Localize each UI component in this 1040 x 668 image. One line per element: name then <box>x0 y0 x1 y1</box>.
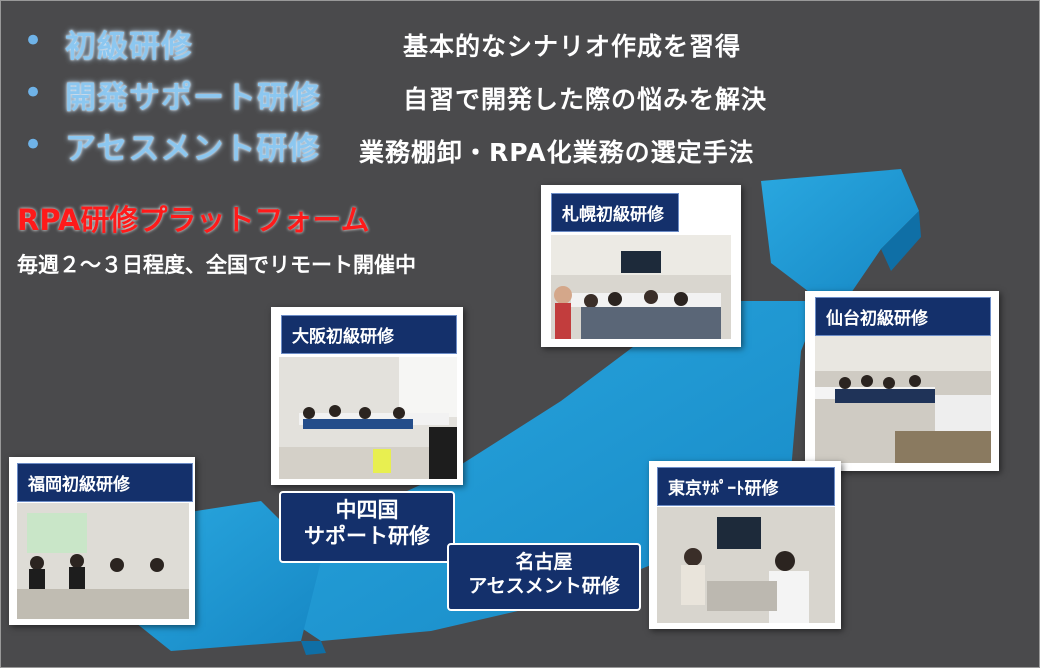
osaka-card: 大阪初級研修 <box>271 307 463 485</box>
sapporo-card: 札幌初級研修 <box>541 185 741 347</box>
osaka-training-photo <box>279 357 457 479</box>
platform-title: RPA研修プラットフォーム <box>17 203 370 237</box>
fukuoka-card: 福岡初級研修 <box>9 457 195 625</box>
course-name: アセスメント研修 <box>65 131 321 167</box>
course-name: 初級研修 <box>65 29 193 65</box>
platform-subtitle: 毎週２～３日程度、全国でリモート開催中 <box>17 253 416 277</box>
chushikoku-label-line1: 中四国 <box>335 498 399 522</box>
sendai-training-photo <box>815 335 991 463</box>
bullet-icon: • <box>23 21 44 61</box>
nagoya-label: 名古屋 アセスメント研修 <box>447 543 641 611</box>
tokyo-label: 東京ｻﾎﾟｰﾄ研修 <box>657 467 835 506</box>
course-description: 業務棚卸・RPA化業務の選定手法 <box>359 138 755 167</box>
tokyo-card: 東京ｻﾎﾟｰﾄ研修 <box>649 461 841 629</box>
nagoya-label-line1: 名古屋 <box>515 551 573 573</box>
sapporo-training-photo <box>551 235 731 339</box>
sendai-label: 仙台初級研修 <box>815 297 991 336</box>
tokyo-training-photo <box>657 507 835 623</box>
course-description: 自習で開発した際の悩みを解決 <box>403 85 768 114</box>
fukuoka-training-photo <box>17 503 189 619</box>
course-name: 開発サポート研修 <box>65 80 321 116</box>
bullet-icon: • <box>23 73 44 113</box>
nagoya-label-line2: アセスメント研修 <box>468 574 620 597</box>
osaka-label: 大阪初級研修 <box>281 315 457 354</box>
sendai-card: 仙台初級研修 <box>805 291 999 471</box>
chushikoku-label-line2: サポート研修 <box>304 524 430 549</box>
course-description: 基本的なシナリオ作成を習得 <box>403 32 742 61</box>
sapporo-label: 札幌初級研修 <box>551 193 679 232</box>
bullet-icon: • <box>23 125 44 165</box>
chushikoku-label: 中四国 サポート研修 <box>279 491 455 563</box>
map-hokkaido <box>761 169 919 301</box>
fukuoka-label: 福岡初級研修 <box>17 463 193 502</box>
